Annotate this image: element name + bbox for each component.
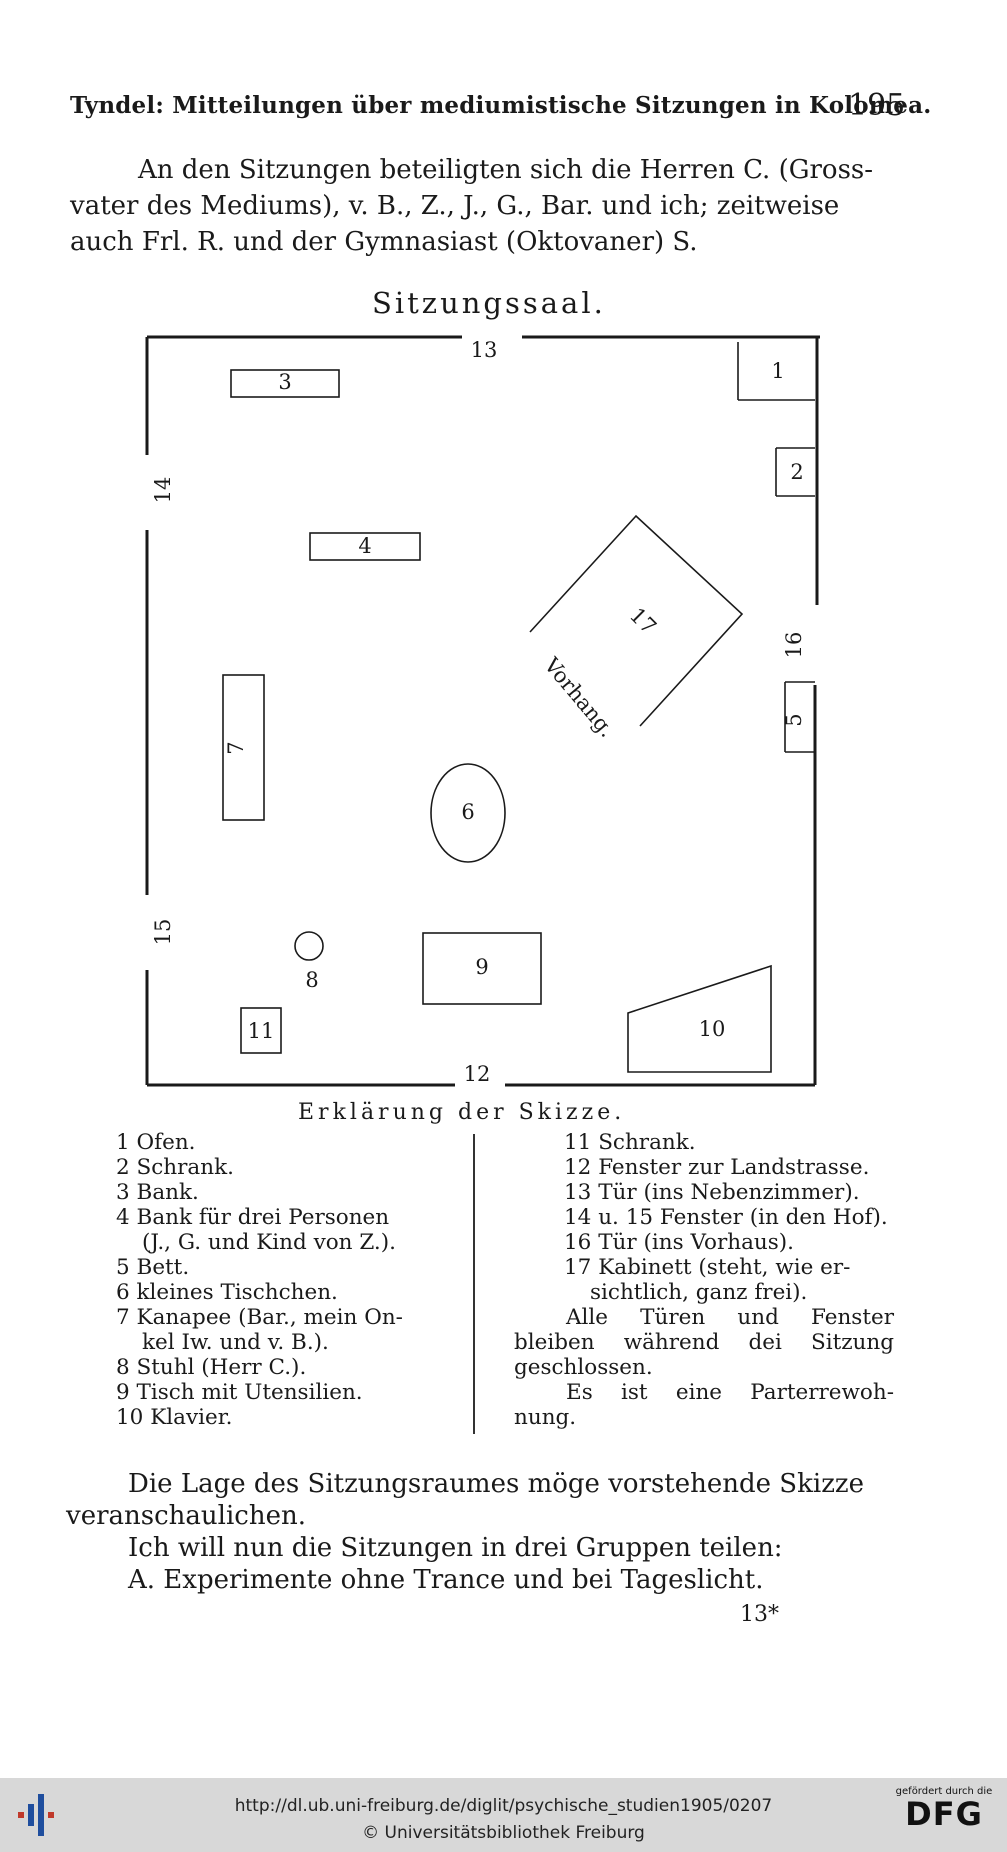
legend-item: 11 Schrank. — [564, 1130, 696, 1155]
intro-line: An den Sitzungen beteiligten sich die He… — [138, 155, 874, 185]
legend-item: 13 Tür (ins Nebenzimmer). — [564, 1180, 860, 1205]
legend-title: Erklärung der Skizze. — [298, 1100, 626, 1125]
page-number: 195 — [848, 88, 906, 123]
dfg-tagline: gefördert durch die — [895, 1786, 993, 1797]
signature-mark: 13* — [740, 1602, 779, 1627]
dfg-logo: gefördert durch die DFG — [888, 1786, 1000, 1846]
cabinet-11-outline — [240, 1007, 282, 1054]
footer-copyright: © Universitätsbibliothek Freiburg — [362, 1823, 645, 1843]
legend-divider — [473, 1134, 475, 1434]
chair-outline — [294, 931, 324, 961]
running-header-title: Tyndel: Mitteilungen über mediumistische… — [70, 92, 932, 119]
label-12: 12 — [464, 1062, 491, 1086]
intro-line: vater des Mediums), v. B., Z., J., G., B… — [70, 191, 840, 221]
legend-item: 14 u. 15 Fenster (in den Hof). — [564, 1205, 888, 1230]
legend-item: 4 Bank für drei Personen — [116, 1205, 390, 1230]
intro-paragraph: An den Sitzungen beteiligten sich die He… — [70, 152, 900, 260]
legend-item: 2 Schrank. — [116, 1155, 234, 1180]
outro-line: A. Experimente ohne Trance und bei Tages… — [128, 1565, 764, 1595]
legend-item: (J., G. und Kind von Z.). — [142, 1230, 396, 1255]
footer-url-link[interactable]: http://dl.ub.uni-freiburg.de/diglit/psyc… — [234, 1796, 773, 1816]
legend-item: 1 Ofen. — [116, 1130, 196, 1155]
label-9: 9 — [475, 955, 488, 979]
label-16: 16 — [782, 632, 806, 659]
label-1: 1 — [771, 359, 784, 383]
legend-item: 6 kleines Tischchen. — [116, 1280, 338, 1305]
legend-item: 5 Bett. — [116, 1255, 190, 1280]
footer-bar — [0, 1778, 1007, 1852]
diagram-title: Sitzungssaal. — [372, 286, 606, 320]
label-15: 15 — [151, 919, 175, 946]
legend-item: 9 Tisch mit Utensilien. — [116, 1380, 363, 1405]
label-14: 14 — [151, 477, 175, 504]
legend-item: kel Iw. und v. B.). — [142, 1330, 329, 1355]
intro-line: auch Frl. R. und der Gymnasiast (Oktovan… — [70, 227, 698, 257]
legend-item: 12 Fenster zur Landstrasse. — [564, 1155, 870, 1180]
legend-note: Alle Türen und Fenster bleiben während d… — [514, 1305, 894, 1380]
small-table-outline — [430, 763, 506, 863]
label-2: 2 — [790, 460, 803, 484]
legend-item: 16 Tür (ins Vorhaus). — [564, 1230, 795, 1255]
legend-item: 8 Stuhl (Herr C.). — [116, 1355, 307, 1380]
sofa-outline — [222, 674, 265, 821]
label-3: 3 — [278, 370, 291, 394]
dfg-logo-text: DFG — [905, 1795, 983, 1833]
label-6: 6 — [461, 800, 474, 824]
legend-item: sichtlich, ganz frei). — [590, 1280, 808, 1305]
legend-note: Es ist eine Parterrewoh- nung. — [514, 1380, 894, 1430]
bench-outline — [309, 532, 421, 561]
outro-line: Ich will nun die Sitzungen in drei Grupp… — [128, 1533, 783, 1563]
table-outline — [422, 932, 542, 1005]
outro-line: Die Lage des Sitzungsraumes möge vorsteh… — [128, 1469, 864, 1499]
legend-item: 10 Klavier. — [116, 1405, 233, 1430]
label-13: 13 — [471, 338, 498, 362]
label-8: 8 — [305, 968, 318, 992]
bench-outline — [230, 369, 340, 398]
legend-item: 7 Kanapee (Bar., mein On- — [116, 1305, 403, 1330]
label-4: 4 — [358, 534, 371, 558]
library-logo-icon — [18, 1794, 54, 1836]
label-5: 5 — [782, 713, 806, 726]
legend-item: 17 Kabinett (steht, wie er- — [564, 1255, 851, 1280]
label-17: 17 — [625, 603, 661, 639]
legend-left-column: 1 Ofen. 2 Schrank. 3 Bank. 4 Bank für dr… — [116, 1130, 403, 1430]
label-10: 10 — [699, 1017, 726, 1041]
legend-right-column: 11 Schrank. 12 Fenster zur Landstrasse. … — [514, 1130, 894, 1430]
label-vorhang: Vorhang. — [539, 652, 619, 741]
label-7: 7 — [224, 741, 248, 754]
outro-paragraph: Die Lage des Sitzungsraumes möge vorsteh… — [66, 1468, 906, 1596]
piano-outline — [627, 964, 772, 1073]
cabinet-17-outline — [529, 514, 744, 727]
legend-item: 3 Bank. — [116, 1180, 199, 1205]
label-11: 11 — [248, 1019, 275, 1043]
outro-line: veranschaulichen. — [66, 1501, 306, 1531]
